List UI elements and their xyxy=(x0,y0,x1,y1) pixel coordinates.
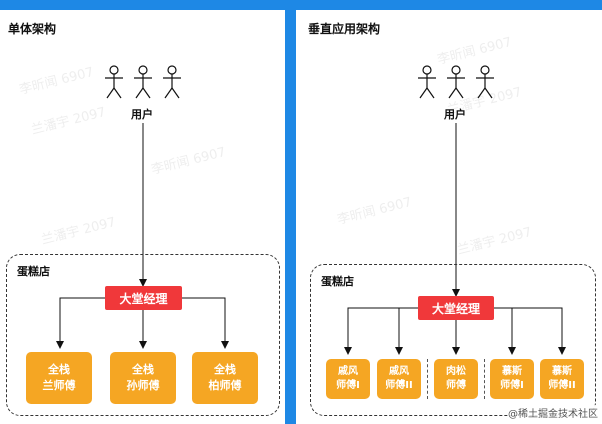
arrow-manager-to-chef xyxy=(494,307,566,355)
diagram-lines xyxy=(56,65,229,349)
chef-line1: 全栈 xyxy=(48,363,70,376)
cake-store-box: 蛋糕店 xyxy=(310,264,596,416)
group-separator xyxy=(427,359,428,399)
arrow-manager-to-chef xyxy=(395,307,418,355)
user-icon xyxy=(134,65,152,99)
user-icon xyxy=(447,65,465,99)
chef-node: 慕斯 师傅II xyxy=(540,359,584,399)
chef-line2: 孙师傅 xyxy=(126,379,160,392)
chef-line2: 师傅 xyxy=(446,380,466,391)
arrow-manager-to-chef xyxy=(344,307,418,355)
chef-node: 戚风 师傅II xyxy=(377,359,421,399)
chef-node: 全栈 兰师傅 xyxy=(26,352,92,404)
chef-line1: 全栈 xyxy=(132,363,154,376)
chef-line1: 慕斯 xyxy=(552,366,572,377)
chef-line2: 柏师傅 xyxy=(208,379,242,392)
chef-node: 肉松 师傅 xyxy=(434,359,478,399)
user-icon xyxy=(163,65,181,99)
chef-node: 戚风 师傅I xyxy=(326,359,370,399)
arrow-manager-to-chef xyxy=(182,297,229,349)
user-icon xyxy=(418,65,436,99)
panel-title: 垂直应用架构 xyxy=(308,22,381,36)
manager-node: 大堂经理 xyxy=(418,296,494,320)
chef-line2: 师傅II xyxy=(548,380,576,391)
diagram-lines xyxy=(344,65,566,355)
user-label: 用户 xyxy=(131,108,153,121)
footer-credit: @稀土掘金技术社区 xyxy=(508,405,598,420)
chef-line1: 肉松 xyxy=(446,366,466,377)
chef-node: 慕斯 师傅I xyxy=(490,359,534,399)
chef-line1: 戚风 xyxy=(338,366,358,377)
chef-line1: 慕斯 xyxy=(502,366,522,377)
chef-line2: 师傅II xyxy=(385,380,413,391)
vertical-app-panel: 垂直应用架构 李昕闻 6907 兰潘宇 2097 李昕闻 6907 兰潘宇 20… xyxy=(296,10,602,424)
chef-line2: 师傅I xyxy=(500,380,524,391)
store-label: 蛋糕店 xyxy=(17,265,50,278)
chef-node: 全栈 柏师傅 xyxy=(192,352,258,404)
user-icon xyxy=(476,65,494,99)
arrow-manager-to-chef xyxy=(56,297,105,349)
store-label: 蛋糕店 xyxy=(321,275,354,288)
panel-title: 单体架构 xyxy=(8,22,57,36)
user-label: 用户 xyxy=(444,108,466,121)
chef-line1: 戚风 xyxy=(389,366,409,377)
chef-line2: 兰师傅 xyxy=(42,379,76,392)
chef-node: 全栈 孙师傅 xyxy=(110,352,176,404)
chef-line1: 全栈 xyxy=(214,363,236,376)
user-icon xyxy=(105,65,123,99)
monolith-panel: 单体架构 李昕闻 6907 兰潘宇 2097 李昕闻 6907 兰潘宇 2097 xyxy=(0,10,285,424)
group-separator xyxy=(484,359,485,399)
manager-node: 大堂经理 xyxy=(105,286,182,310)
cake-store-box: 蛋糕店 xyxy=(6,254,280,416)
chef-line2: 师傅I xyxy=(336,380,360,391)
